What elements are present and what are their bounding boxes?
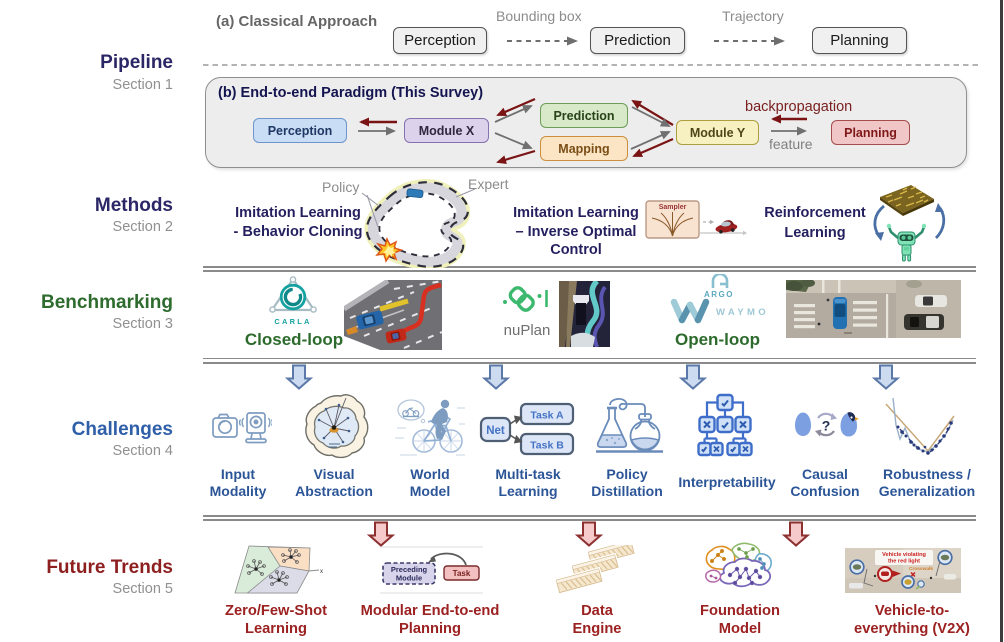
svg-text:Crosswalk: Crosswalk <box>909 566 933 572</box>
svg-text:CARLA: CARLA <box>274 317 311 326</box>
svg-text:?: ? <box>822 418 831 434</box>
svg-text:Task A: Task A <box>530 410 564 422</box>
svg-text:Task: Task <box>453 569 471 578</box>
svg-text:WAYMO: WAYMO <box>716 307 769 318</box>
svg-text:ARGO: ARGO <box>704 290 734 299</box>
svg-text:Vehicle violating: Vehicle violating <box>882 552 926 558</box>
svg-text:Module: Module <box>396 574 422 583</box>
svg-text:x: x <box>320 569 323 575</box>
svg-text:the red light: the red light <box>888 559 920 565</box>
svg-text:Sampler: Sampler <box>659 204 687 211</box>
svg-text:Net: Net <box>486 425 505 437</box>
svg-text:Preceding: Preceding <box>391 565 428 574</box>
svg-text:Task B: Task B <box>530 440 564 452</box>
